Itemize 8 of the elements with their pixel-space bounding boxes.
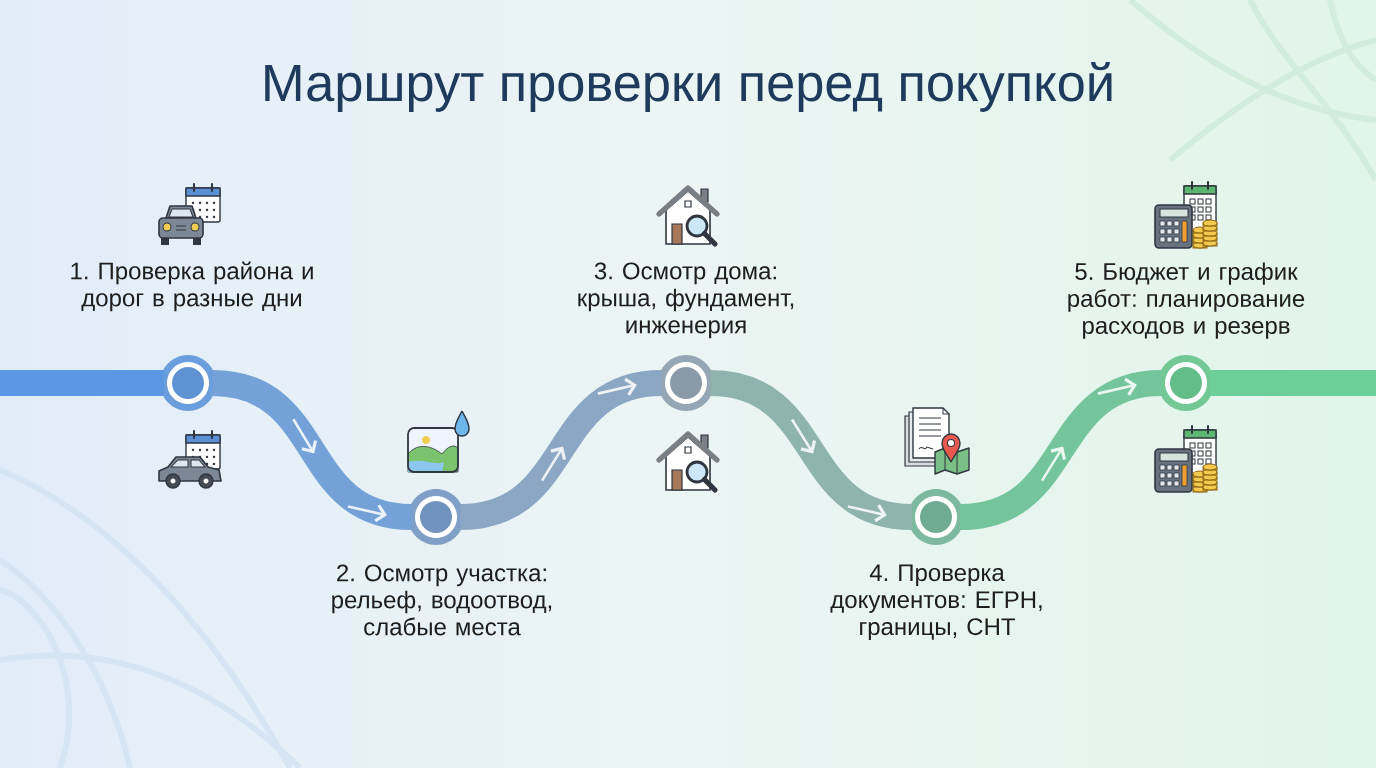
step-label: 2. Осмотр участка: рельеф, водоотвод, слабые места bbox=[332, 564, 552, 636]
step-label: 3. Осмотр дома: крыша, фундамент, инженерия bbox=[578, 262, 794, 339]
route-line bbox=[0, 370, 164, 396]
step-label: 4. Проверка документов: ЕГРН, границы, СНТ bbox=[830, 564, 1042, 640]
step-label: 5. Бюджет и график работ: планирование расходов и резерв bbox=[1068, 262, 1305, 339]
title: Маршрут проверки перед покупкой bbox=[265, 62, 1112, 112]
route-line bbox=[1210, 370, 1376, 396]
step-label: 1. Проверка района и дорог в разные дни bbox=[71, 261, 313, 312]
